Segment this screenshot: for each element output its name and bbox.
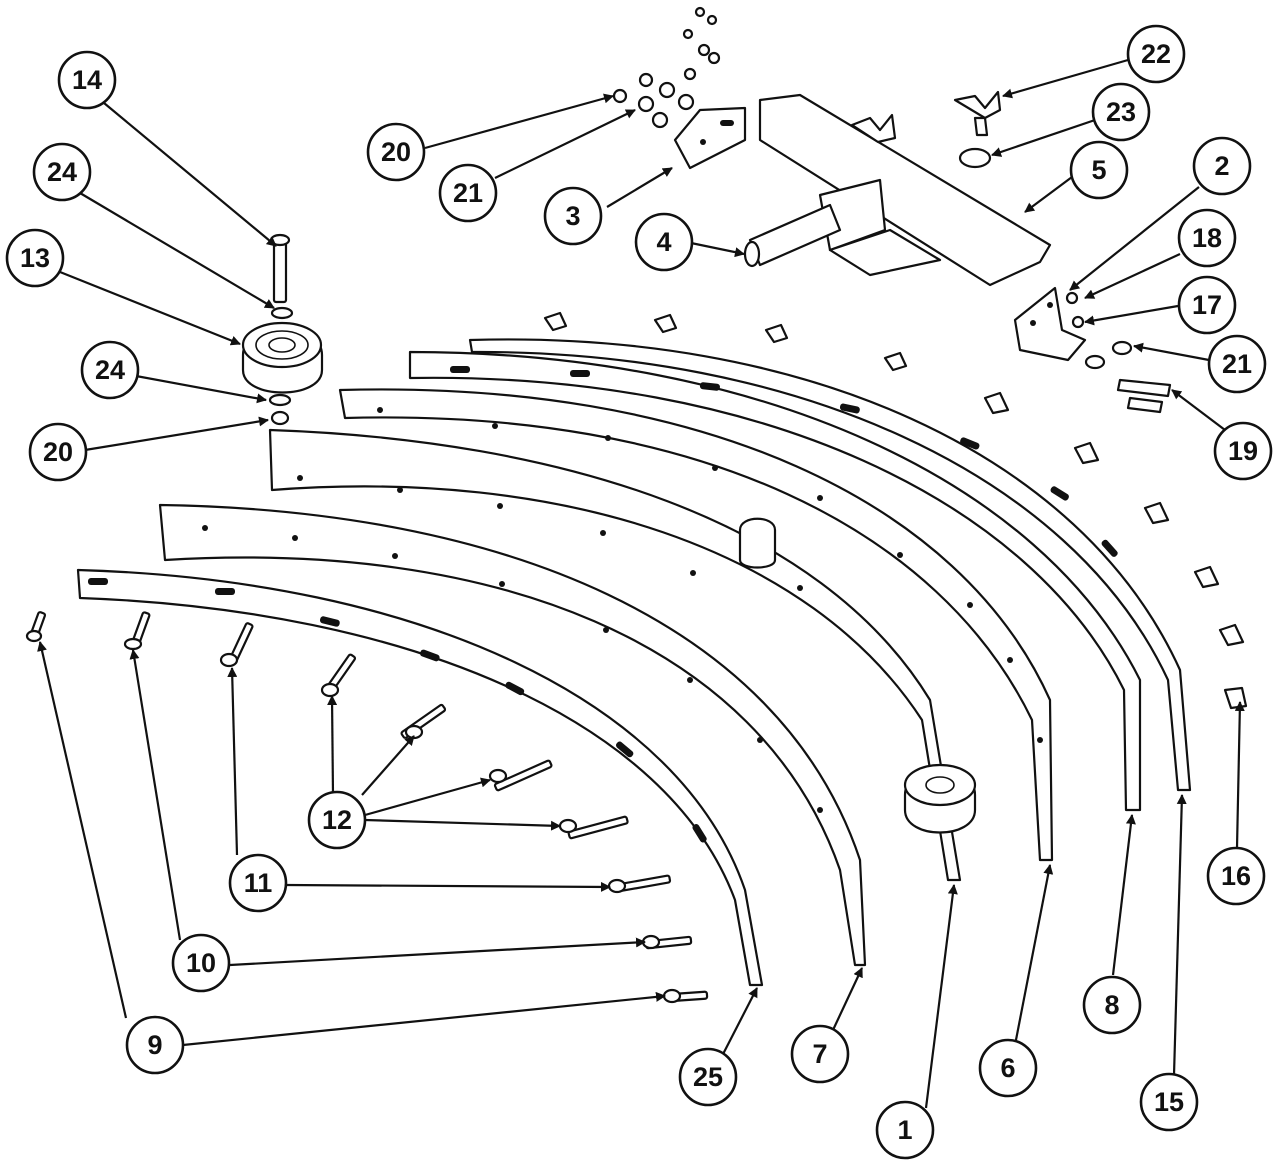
- svg-text:12: 12: [322, 805, 352, 835]
- svg-text:13: 13: [20, 243, 50, 273]
- svg-text:4: 4: [656, 227, 671, 257]
- washer-23: [958, 147, 992, 169]
- svg-text:21: 21: [453, 178, 483, 208]
- callout-3: 3: [543, 186, 603, 246]
- svg-text:17: 17: [1192, 290, 1222, 320]
- callout-20: 20: [366, 122, 426, 182]
- svg-text:21: 21: [1222, 349, 1252, 379]
- svg-text:22: 22: [1141, 39, 1171, 69]
- callout-12: 12: [307, 790, 367, 850]
- svg-text:23: 23: [1106, 97, 1136, 127]
- svg-text:20: 20: [381, 137, 411, 167]
- callout-25: 25: [678, 1047, 738, 1107]
- svg-text:10: 10: [186, 948, 216, 978]
- callout-16: 16: [1206, 846, 1266, 906]
- svg-text:2: 2: [1214, 151, 1229, 181]
- callout-24: 24: [80, 340, 140, 400]
- bracket-4: [743, 178, 942, 277]
- svg-text:5: 5: [1091, 155, 1106, 185]
- callout-4: 4: [634, 212, 694, 272]
- callout-7: 7: [790, 1024, 850, 1084]
- callout-8: 8: [1082, 975, 1142, 1035]
- svg-text:18: 18: [1192, 223, 1222, 253]
- svg-text:19: 19: [1228, 436, 1258, 466]
- svg-text:24: 24: [47, 157, 77, 187]
- callout-15: 15: [1139, 1072, 1199, 1132]
- svg-text:16: 16: [1221, 861, 1251, 891]
- curved-rail-1: [268, 428, 962, 882]
- roller-on-rail: [903, 763, 977, 834]
- washer-24b: [268, 393, 292, 407]
- svg-text:25: 25: [693, 1062, 723, 1092]
- curved-rail-15: [468, 338, 1192, 792]
- svg-text:14: 14: [72, 65, 102, 95]
- callout-21: 21: [438, 163, 498, 223]
- callout-17: 17: [1177, 275, 1237, 335]
- wing-nut-on-bar: [850, 113, 897, 144]
- callout-13: 13: [5, 228, 65, 288]
- callouts: 14 24 13 24 20 20 21 3 4 22 23 5 2 18 17…: [5, 24, 1273, 1160]
- nut-20: [270, 410, 290, 426]
- callout-21: 21: [1207, 334, 1267, 394]
- callout-24: 24: [32, 142, 92, 202]
- wing-nuts-16: [543, 311, 1248, 710]
- callout-6: 6: [978, 1038, 1038, 1098]
- callout-22: 22: [1126, 24, 1186, 84]
- callout-5: 5: [1069, 140, 1129, 200]
- callout-19: 19: [1213, 421, 1273, 481]
- wing-nut-22: [953, 90, 1002, 137]
- svg-text:9: 9: [147, 1030, 162, 1060]
- svg-text:20: 20: [43, 437, 73, 467]
- small-hardware-top: [612, 6, 721, 129]
- callout-1: 1: [875, 1100, 935, 1160]
- plate-3: [673, 106, 747, 170]
- callout-23: 23: [1091, 82, 1151, 142]
- svg-text:7: 7: [812, 1039, 827, 1069]
- curved-rail-25: [76, 568, 764, 987]
- callout-14: 14: [57, 50, 117, 110]
- svg-text:15: 15: [1154, 1087, 1184, 1117]
- svg-text:3: 3: [565, 201, 580, 231]
- svg-text:24: 24: [95, 355, 125, 385]
- svg-text:11: 11: [244, 868, 273, 898]
- curved-rail-7: [158, 503, 867, 967]
- svg-text:1: 1: [897, 1115, 912, 1145]
- curved-rail-8: [408, 350, 1142, 812]
- svg-text:8: 8: [1104, 990, 1119, 1020]
- callout-2: 2: [1192, 136, 1252, 196]
- callout-10: 10: [171, 933, 231, 993]
- roller-13: [241, 321, 324, 394]
- callout-18: 18: [1177, 208, 1237, 268]
- curved-rail-6: [338, 388, 1054, 862]
- callout-9: 9: [125, 1015, 185, 1075]
- washer-24a: [270, 306, 294, 320]
- callout-11: 11: [228, 853, 288, 913]
- plate-2: [1013, 286, 1087, 362]
- callout-20: 20: [28, 422, 88, 482]
- leader-lines: [37, 58, 1245, 1109]
- small-hardware-right: [1065, 291, 1172, 414]
- svg-text:6: 6: [1000, 1053, 1015, 1083]
